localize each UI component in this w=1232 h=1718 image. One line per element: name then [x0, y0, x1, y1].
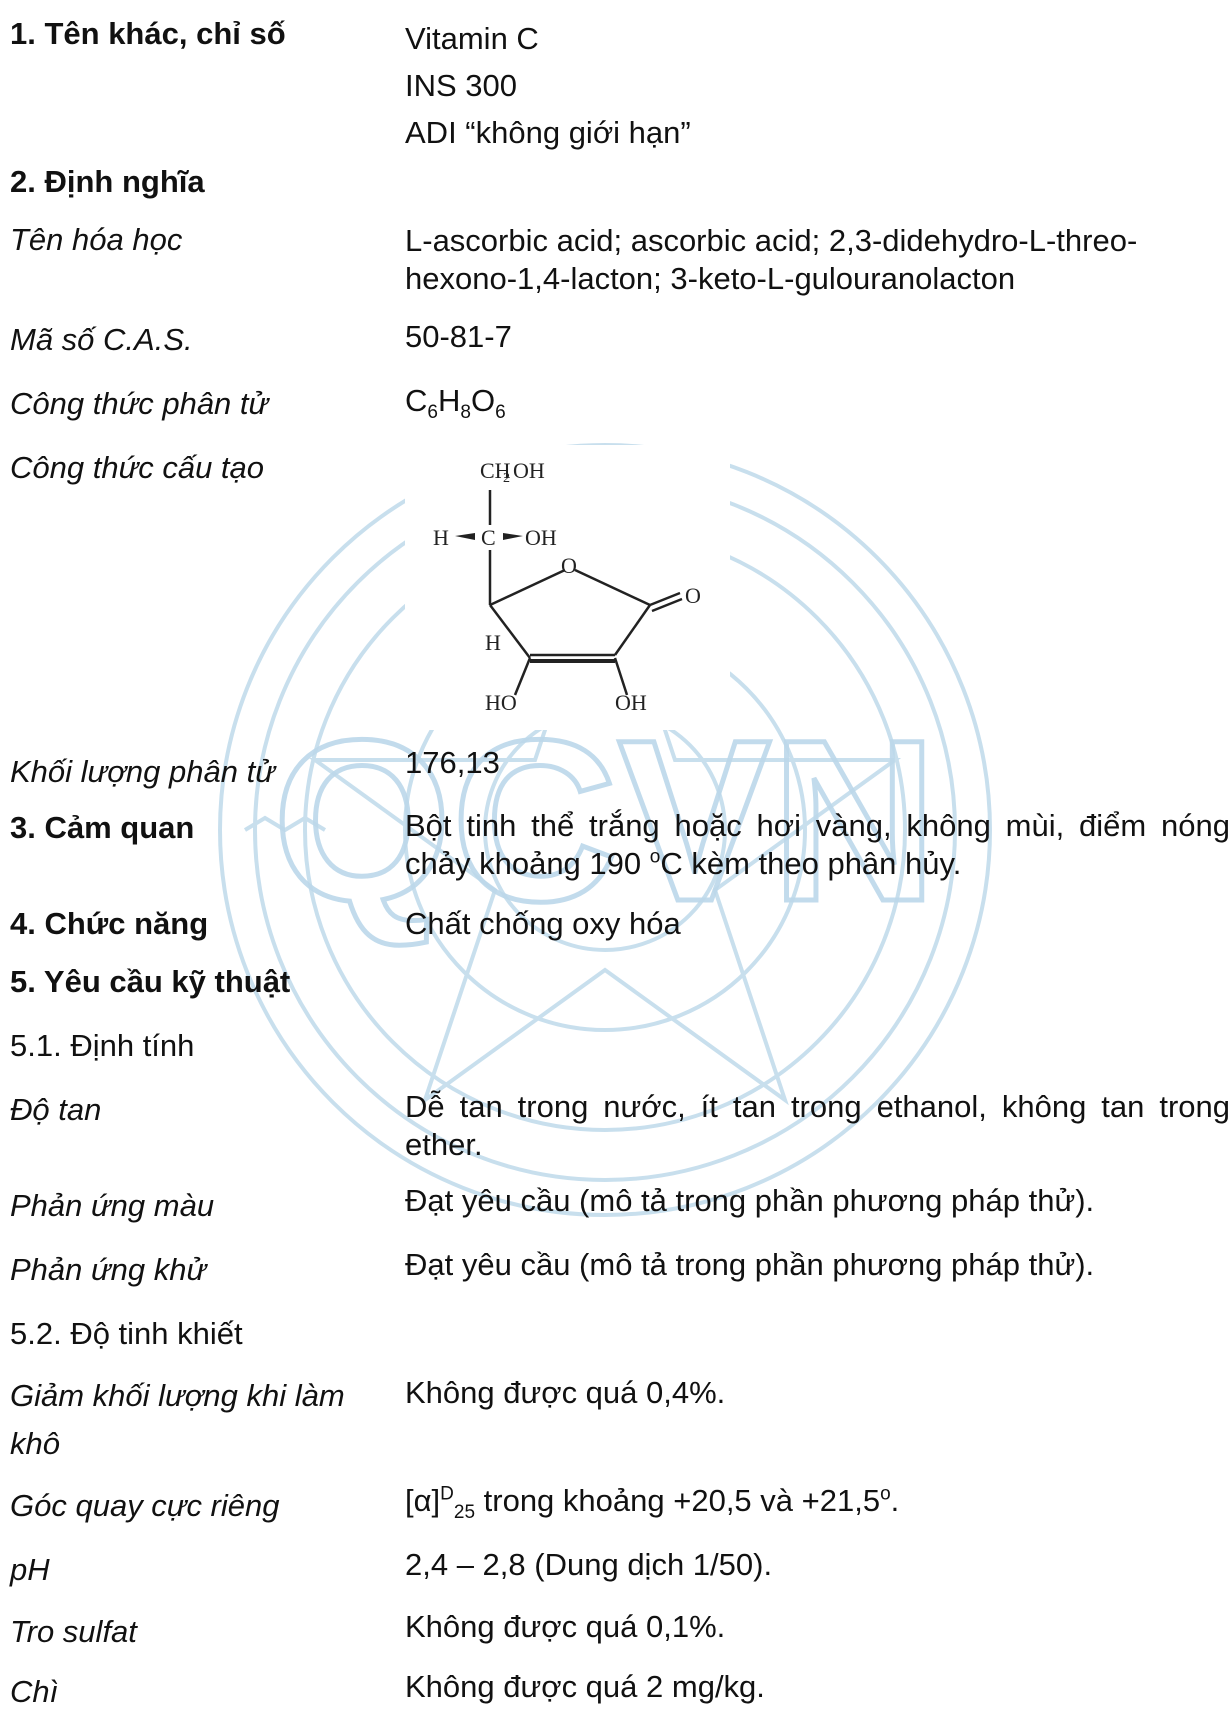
color-reaction-value: Đạt yêu cầu (mô tả trong phần phương phá…: [405, 1183, 1095, 1218]
svg-text:H: H: [485, 630, 501, 655]
lead-value: Không được quá 2 mg/kg.: [405, 1669, 765, 1704]
other-name-2: INS 300: [405, 68, 518, 103]
ph-label: pH: [10, 1552, 50, 1587]
svg-text:OH: OH: [525, 525, 557, 550]
section-sensory-label: 3. Cảm quan: [10, 810, 195, 845]
cas-label: Mã số C.A.S.: [10, 322, 193, 357]
color-reaction-label: Phản ứng màu: [10, 1188, 215, 1223]
chemical-name-value: L-ascorbic acid; ascorbic acid; 2,3-dide…: [405, 223, 1138, 296]
reduction-reaction-label: Phản ứng khử: [10, 1252, 207, 1287]
solubility-value: Dễ tan trong nước, ít tan trong ethanol,…: [405, 1089, 1230, 1162]
section-definition-label: 2. Định nghĩa: [10, 164, 205, 199]
reduction-reaction-value: Đạt yêu cầu (mô tả trong phần phương phá…: [405, 1247, 1095, 1282]
molecular-formula-label: Công thức phân tử: [10, 386, 269, 421]
loss-on-drying-value: Không được quá 0,4%.: [405, 1375, 726, 1410]
sulfated-ash-value: Không được quá 0,1%.: [405, 1609, 726, 1644]
specific-rotation-value: [α]D25 trong khoảng +20,5 và +21,5o.: [405, 1483, 900, 1524]
svg-text:HO: HO: [485, 690, 517, 715]
svg-text:OH: OH: [513, 458, 545, 483]
structural-formula-image: CH 2 OH H C OH O O H HO OH: [405, 445, 730, 730]
molecular-weight-value: 176,13: [405, 745, 500, 780]
svg-text:C: C: [481, 525, 496, 550]
lead-label: Chì: [10, 1674, 59, 1709]
function-value: Chất chống oxy hóa: [405, 906, 681, 941]
solubility-label: Độ tan: [10, 1092, 102, 1127]
molecular-formula-value: C6H8O6: [405, 383, 506, 424]
sulfated-ash-label: Tro sulfat: [10, 1614, 137, 1649]
section-other-names-label: 1. Tên khác, chỉ số: [10, 16, 286, 51]
ascorbic-acid-structure-diagram: CH 2 OH H C OH O O H HO OH: [433, 458, 701, 715]
svg-text:O: O: [685, 583, 701, 608]
svg-text:2: 2: [503, 471, 510, 486]
section-purity-label: 5.2. Độ tinh khiết: [10, 1316, 243, 1351]
section-function-label: 4. Chức năng: [10, 906, 209, 941]
section-technical-requirements-label: 5. Yêu cầu kỹ thuật: [10, 964, 291, 999]
svg-text:CH: CH: [480, 458, 511, 483]
section-identification-label: 5.1. Định tính: [10, 1028, 195, 1063]
cas-value: 50-81-7: [405, 319, 512, 354]
ph-value: 2,4 – 2,8 (Dung dịch 1/50).: [405, 1547, 773, 1582]
other-name-3: ADI “không giới hạn”: [405, 115, 691, 150]
svg-text:OH: OH: [615, 690, 647, 715]
specific-rotation-label: Góc quay cực riêng: [10, 1488, 280, 1523]
molecular-weight-label: Khối lượng phân tử: [10, 754, 275, 789]
svg-text:O: O: [561, 553, 577, 578]
svg-text:H: H: [433, 525, 449, 550]
other-name-1: Vitamin C: [405, 21, 539, 56]
sensory-value: Bột tinh thể trắng hoặc hơi vàng, không …: [405, 808, 1230, 881]
section-other-names-values: Vitamin C INS 300 ADI “không giới hạn”: [405, 15, 1230, 156]
chemical-name-label: Tên hóa học: [10, 222, 183, 257]
structural-formula-label: Công thức cấu tạo: [10, 450, 265, 485]
loss-on-drying-label: Giảm khối lượng khi làm khô: [10, 1378, 345, 1461]
